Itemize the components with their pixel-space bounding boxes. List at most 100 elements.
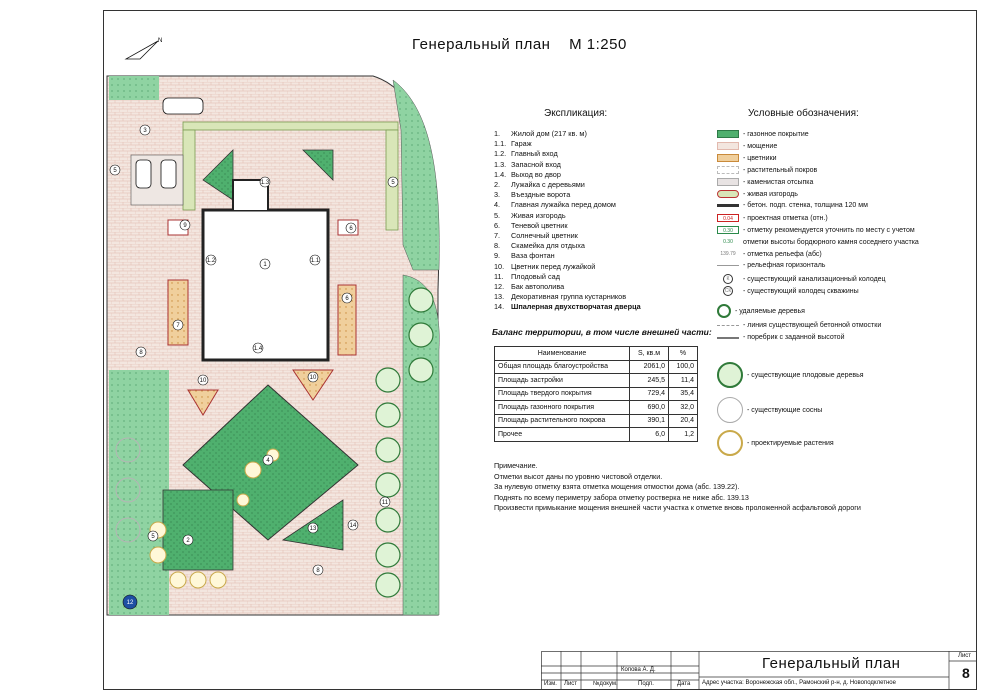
plan-label-6b: 6 — [349, 226, 353, 232]
balance-header-cell: Наименование — [494, 346, 630, 361]
explication-item-number: 4. — [494, 200, 501, 210]
new-plants-icon — [717, 430, 743, 456]
explication-item-number: 1.1. — [494, 139, 507, 149]
legend-item-label: - проектируемые растения — [747, 439, 834, 447]
balance-cell: Прочее — [494, 427, 630, 442]
explication-item-number: 7. — [494, 231, 501, 241]
legend-item-label: - удаляемые деревья — [735, 307, 805, 315]
explication-item: 14.Шпалерная двухстворчатая дверца — [494, 302, 641, 312]
explication-item-label: Гараж — [511, 139, 532, 149]
plan-label-5c: 5 — [151, 534, 155, 540]
balance-cell: 100,0 — [668, 359, 698, 374]
fruit-tree-icon — [717, 362, 743, 388]
contour-icon — [717, 265, 739, 266]
explication-item-label: Теневой цветник — [511, 220, 568, 230]
legend-item-label: - живая изгородь — [743, 190, 798, 198]
mark-green-icon: 0.30 — [717, 226, 739, 234]
explication-item: 10. Цветник перед лужайкой — [494, 262, 641, 272]
explication-item: 13.Декоративная группа кустарников — [494, 292, 641, 302]
title-block-grid — [541, 651, 977, 690]
explication-item-label: Жилой дом (217 кв. м) — [511, 129, 587, 138]
legend-item: - линия существующей бетонной отмостки — [717, 322, 881, 329]
explication-item: 1.3. Запасной вход — [494, 160, 641, 170]
stamp-col-list: Лист — [564, 681, 578, 687]
legend-item: - проектируемые растения — [717, 430, 834, 456]
balance-cell: 6,0 — [629, 427, 669, 442]
legend-title: Условные обозначения: — [748, 108, 859, 119]
curb-icon — [717, 336, 739, 339]
legend-item-label: - бетон. подп. стенка, толщина 120 мм — [743, 202, 868, 209]
legend-item-label: - газонное покрытие — [743, 130, 809, 138]
plan-label-9: 9 — [183, 223, 187, 229]
legend-item-label: - каменистая отсыпка — [743, 178, 814, 186]
balance-cell: 2061,0 — [629, 359, 669, 374]
legend-item-label: отметки высоты бордюрного камня соседнег… — [743, 238, 919, 246]
plan-label-13: 13 — [310, 526, 317, 532]
balance-cell: Площадь растительного покрова — [494, 413, 630, 428]
drawing-frame — [103, 10, 977, 690]
legend-item: - существующие сосны — [717, 397, 822, 423]
explication-item: 3.Въездные ворота — [494, 190, 641, 200]
legend-item: - живая изгородь — [717, 190, 798, 198]
legend-item: - рельефная горизонталь — [717, 262, 825, 269]
legend-item: - удаляемые деревья — [717, 304, 805, 318]
balance-cell: 20,4 — [668, 413, 698, 428]
plan-label-house: 1 — [263, 262, 267, 268]
explication-item-number: 6. — [494, 220, 501, 230]
stamp-col-doc: №докум. — [593, 681, 618, 687]
explication-item-label: Живая изгородь — [511, 210, 566, 220]
explication-title: Экспликация: — [544, 108, 608, 119]
explication-item: 7.Солнечный цветник — [494, 231, 641, 241]
stamp-col-date: Дата — [677, 681, 691, 687]
explication-item: 1.Жилой дом (217 кв. м) — [494, 129, 641, 139]
well-ck-icon: СК — [723, 286, 733, 296]
balance-cell: 35,4 — [668, 386, 698, 401]
balance-header-cell: S, кв.м — [629, 346, 669, 361]
legend-item: - мощение — [717, 142, 777, 150]
explication-item-number: 1.2. — [494, 149, 507, 159]
explication-item-label: Плодовый сад — [511, 271, 560, 281]
explication-item-label: Главная лужайка перед домом — [511, 200, 616, 210]
explication-item-label: Шпалерная двухстворчатая дверца — [511, 302, 641, 312]
legend-item-label: - отметка рельефа (абс) — [743, 250, 822, 258]
plan-label-1-1: 1.1 — [311, 258, 320, 264]
explication-item-number: 12. — [494, 282, 505, 292]
explication-list: 1.Жилой дом (217 кв. м)1.1. Гараж 1.2. Глав… — [494, 129, 641, 313]
legend-item: - бетон. подп. стенка, толщина 120 мм — [717, 202, 868, 209]
legend-item-label: - существующие плодовые деревья — [747, 371, 864, 379]
paving-icon — [717, 142, 739, 150]
explication-item: 1.4.Выход во двор — [494, 170, 641, 180]
plan-label-5a: 5 — [113, 168, 117, 174]
stamp-col-sign: Подп. — [638, 681, 654, 687]
explication-item: 4. Главная лужайка перед домом — [494, 200, 641, 210]
explication-item-number: 3. — [494, 190, 501, 200]
plan-label-3: 3 — [143, 128, 147, 134]
hedge-icon — [717, 190, 739, 198]
plan-label-6a: 6 — [345, 296, 349, 302]
explication-item-label: Цветник перед лужайкой — [511, 261, 596, 271]
plan-label-2: 2 — [186, 538, 190, 544]
legend-item: - поребрик с заданной высотой — [717, 334, 845, 341]
site-plan: 1 1.3 1.2 1.1 1.4 3 4 2 5 5 5 6 6 7 8 8 … — [106, 75, 440, 616]
legend-item-label: - отметку рекомендуется уточнить по мест… — [743, 226, 915, 234]
explication-item-number: 10. — [494, 261, 505, 271]
legend-item: К- существующий канализационный колодец — [717, 274, 886, 284]
legend-item: - цветники — [717, 154, 777, 162]
balance-cell: 729,4 — [629, 386, 669, 401]
explication-item-number: 13. — [494, 292, 505, 302]
legend-item: 139.79- отметка рельефа (абс) — [717, 250, 822, 258]
explication-item-label: Запасной вход — [511, 159, 561, 169]
explication-item: 1.1. Гараж — [494, 139, 641, 149]
explication-item-number: 1.3. — [494, 159, 507, 169]
balance-cell: 245,5 — [629, 373, 669, 388]
note-line: За нулевую отметку взята отметка мощения… — [494, 482, 740, 491]
balance-cell: 11,4 — [668, 373, 698, 388]
legend-item-label: - цветники — [743, 154, 777, 162]
legend-item-label: - мощение — [743, 142, 778, 150]
legend-item: - газонное покрытие — [717, 130, 809, 138]
sheet-label: Лист — [958, 653, 972, 659]
